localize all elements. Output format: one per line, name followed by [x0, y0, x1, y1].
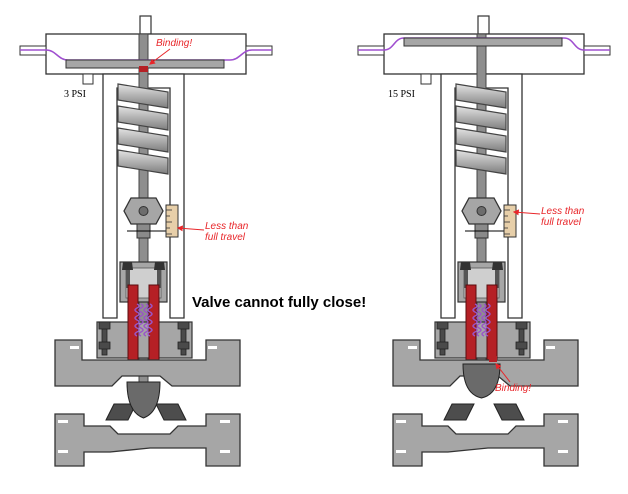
right-binding-marker	[489, 356, 497, 362]
left-binding-arrow	[149, 48, 171, 65]
right-travel-arrow	[512, 209, 541, 216]
right-binding-arrow	[495, 363, 511, 383]
right-travel-label-line2: full travel	[541, 217, 582, 228]
left-binding-label: Binding!	[156, 38, 192, 49]
left-valve-plug	[126, 381, 161, 419]
right-travel-label-line1: Less than	[541, 206, 585, 217]
left-binding-marker	[139, 66, 148, 72]
left-travel-arrow	[176, 225, 205, 232]
caption-valve-cannot-close: Valve cannot fully close!	[192, 294, 366, 311]
right-diaphragm-plate	[403, 37, 563, 47]
left-pressure-label: 3 PSI	[64, 89, 86, 100]
right-valve-plug	[462, 363, 501, 399]
left-valve: 3 PSI Binding! Less than full travel	[19, 15, 273, 467]
right-pressure-label: 15 PSI	[388, 89, 415, 100]
left-travel-label-line2: full travel	[205, 232, 246, 243]
right-valve: 15 PSI Binding! Less than full travel	[357, 15, 611, 467]
right-binding-label: Binding!	[495, 383, 531, 394]
left-travel-label-line1: Less than	[205, 221, 249, 232]
